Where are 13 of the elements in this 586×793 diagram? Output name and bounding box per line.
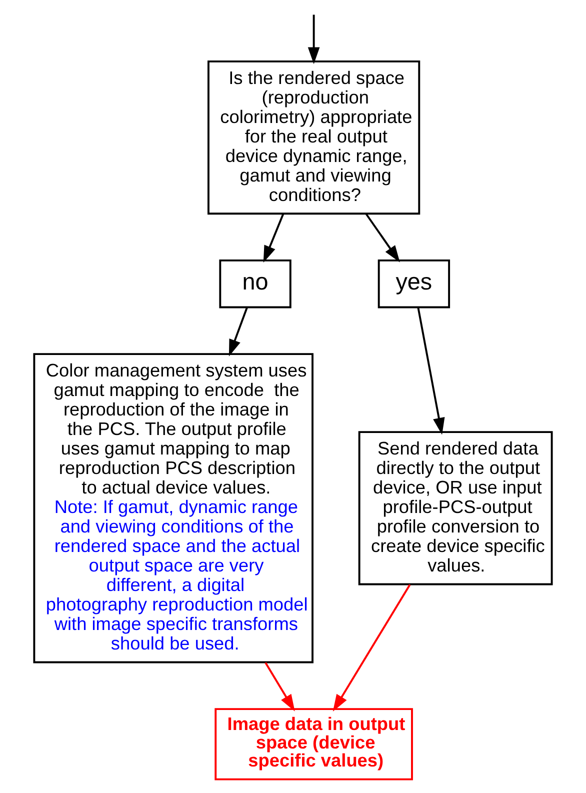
node-box: no: [219, 259, 292, 308]
arrow: [365, 213, 400, 262]
arrow: [264, 662, 295, 712]
node-box: yes: [378, 259, 450, 308]
node-box: Is the rendered space (reproduction colorimetry) appropriate for the real output device dynamic range, gamut and viewing conditions?: [208, 60, 420, 215]
node-box: Color management system uses gamut mapping to encode the reproduction of the image in the PCS. The output profile uses gamut mapping to map reproduction PCS description to actual device values. Note: If gamut, dynamic range and viewing conditions of the rendered space and the actual output space are very different, a digital photography reproduction model with image specific transforms should be used.: [33, 353, 314, 664]
arrow: [417, 307, 445, 435]
node-box: Send rendered data directly to the output device, OR use input profile-PCS-output profile conversion to create device specific values.: [358, 431, 553, 586]
arrow: [263, 213, 284, 263]
arrow: [228, 307, 248, 356]
arrow: [308, 14, 320, 64]
node-box: Image data in output space (device specific values): [214, 708, 413, 780]
arrow: [332, 584, 411, 712]
